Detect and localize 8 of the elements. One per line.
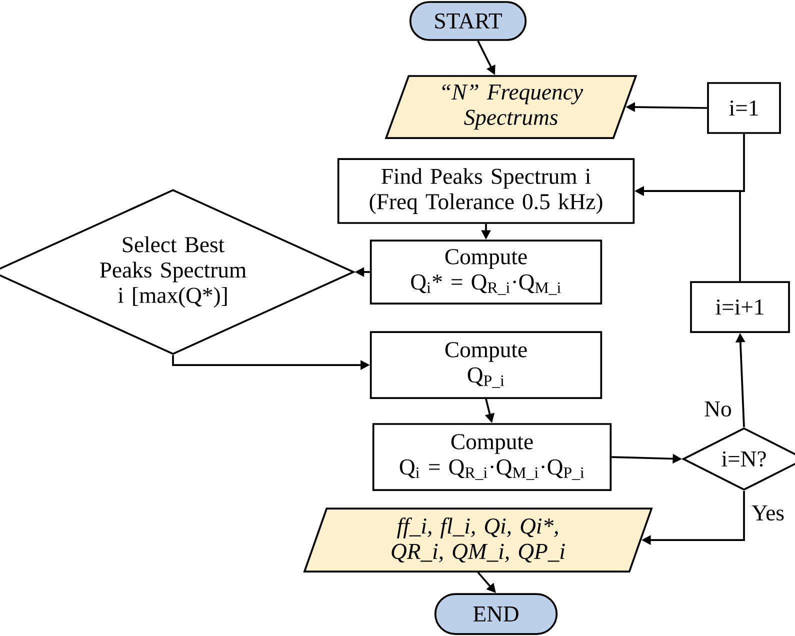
process-box: i=1 [707,82,781,134]
process-box: Compute Q$_{i}$* = Q$_{R_i}$·Q$_{M_i}$ [370,240,602,304]
process-box: i=i+1 [690,281,790,333]
process-box: Compute Q$_{P_i}$ [370,331,602,399]
edge-label: Yes [750,504,786,522]
process-box: Find Peaks Spectrum i (Freq Tolerance 0.5 kHz) [337,158,635,224]
process-box: Compute Q$_{i}$ = Q$_{R_i}$·Q$_{M_i}$·Q$_{P_i}$ [372,423,612,491]
edge-label: No [702,400,734,418]
